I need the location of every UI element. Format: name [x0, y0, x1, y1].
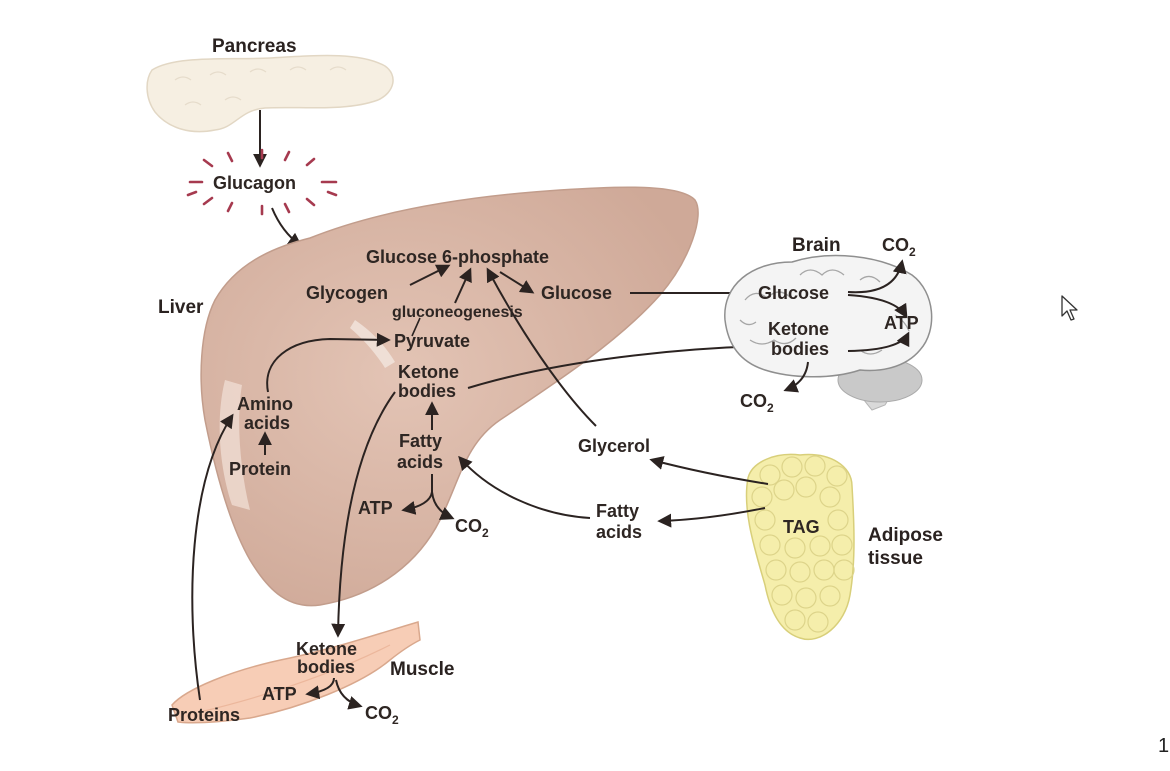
adipose-label-line1: Adipose: [868, 525, 943, 546]
muscle-proteins-label: Proteins: [168, 705, 240, 725]
adipose-label-line2: tissue: [868, 548, 923, 569]
brain-atp-label: ATP: [884, 313, 919, 333]
liver-glycogen-label: Glycogen: [306, 283, 388, 303]
brain-bodies-label: bodies: [771, 339, 829, 359]
glucose-6-phosphate-label: Glucose 6-phosphate: [366, 247, 549, 267]
adipose-fatty-label: Fatty: [596, 501, 639, 521]
muscle-label: Muscle: [390, 659, 454, 680]
amino-label: Amino: [237, 394, 293, 414]
arrow-gluconeogenesis-to-g6p: [454, 267, 472, 304]
arrow-brain-ketone-to-co2: [783, 361, 809, 393]
arrow-muscle-ketone-to-atp: [305, 677, 335, 700]
liver-fatty-acids-label: acids: [397, 452, 443, 472]
adipose-organ: [745, 453, 855, 641]
arrow-g6p-to-glucose: [499, 271, 535, 294]
liver-label: Liver: [158, 297, 204, 318]
brain-organ: [724, 254, 933, 411]
liver-glucose-label: Glucose: [541, 283, 612, 303]
glucagon-label: Glucagon: [213, 173, 296, 193]
muscle-co2-label: CO2: [365, 703, 399, 727]
arrow-tag-to-fatty-acids: [657, 507, 766, 528]
line-gluconeogenesis-pyruvate: [411, 317, 421, 337]
arrow-fatty-acids-to-co2: [431, 491, 455, 520]
brain-label: Brain: [792, 235, 841, 256]
liver-highlight-2: [350, 320, 395, 368]
liver-ketone-label: Ketone: [398, 362, 459, 382]
arrow-glycerol-to-g6p: [486, 267, 597, 427]
arrow-brain-ketone-to-atp: [847, 331, 910, 352]
arrow-glycogen-to-g6p: [409, 264, 451, 286]
brain-co2-top-label: CO2: [882, 235, 916, 259]
arrow-amino-acids-to-pyruvate: [266, 332, 391, 393]
pyruvate-label: Pyruvate: [394, 331, 470, 351]
muscle-fiber: [199, 644, 391, 713]
liver-bodies-label: bodies: [398, 381, 456, 401]
mouse-cursor-icon: [1061, 295, 1078, 321]
arrow-proteins-to-amino-acids: [191, 413, 234, 701]
brain-co2-bottom-label: CO2: [740, 391, 774, 415]
arrow-ketone-to-muscle: [331, 391, 396, 638]
acids-label: acids: [244, 413, 290, 433]
muscle-bodies-label: bodies: [297, 657, 355, 677]
muscle-organ: [171, 621, 421, 724]
muscle-atp-label: ATP: [262, 684, 297, 704]
liver-co2-label: CO2: [455, 516, 489, 540]
adipose-acids-label: acids: [596, 522, 642, 542]
pancreas-organ: [146, 54, 394, 133]
gluconeogenesis-label: gluconeogenesis: [392, 304, 523, 321]
glucagon-burst-rays: [186, 148, 338, 216]
arrow-tag-to-glycerol: [649, 456, 769, 485]
arrow-brain-glucose-to-atp: [847, 294, 908, 319]
liver-fatty-label: Fatty: [399, 431, 442, 451]
liver-highlight: [219, 380, 250, 510]
arrow-ketone-to-brain: [467, 339, 771, 389]
liver-atp-label: ATP: [358, 498, 393, 518]
liver-organ: [200, 186, 699, 607]
protein-label: Protein: [229, 459, 291, 479]
muscle-ketone-label: Ketone: [296, 639, 357, 659]
pancreas-label: Pancreas: [212, 36, 297, 57]
arrow-adipose-fatty-acids-to-liver: [458, 455, 591, 519]
arrow-glucagon-to-liver: [271, 207, 303, 247]
page-number: 1: [1158, 735, 1169, 757]
glycerol-label: Glycerol: [578, 436, 650, 456]
brain-glucose-label: Glucose: [758, 283, 829, 303]
arrow-muscle-ketone-to-co2: [335, 679, 363, 710]
tag-label: TAG: [783, 517, 820, 537]
brain-ketone-label: Ketone: [768, 319, 829, 339]
arrow-brain-glucose-to-co2: [847, 259, 907, 294]
